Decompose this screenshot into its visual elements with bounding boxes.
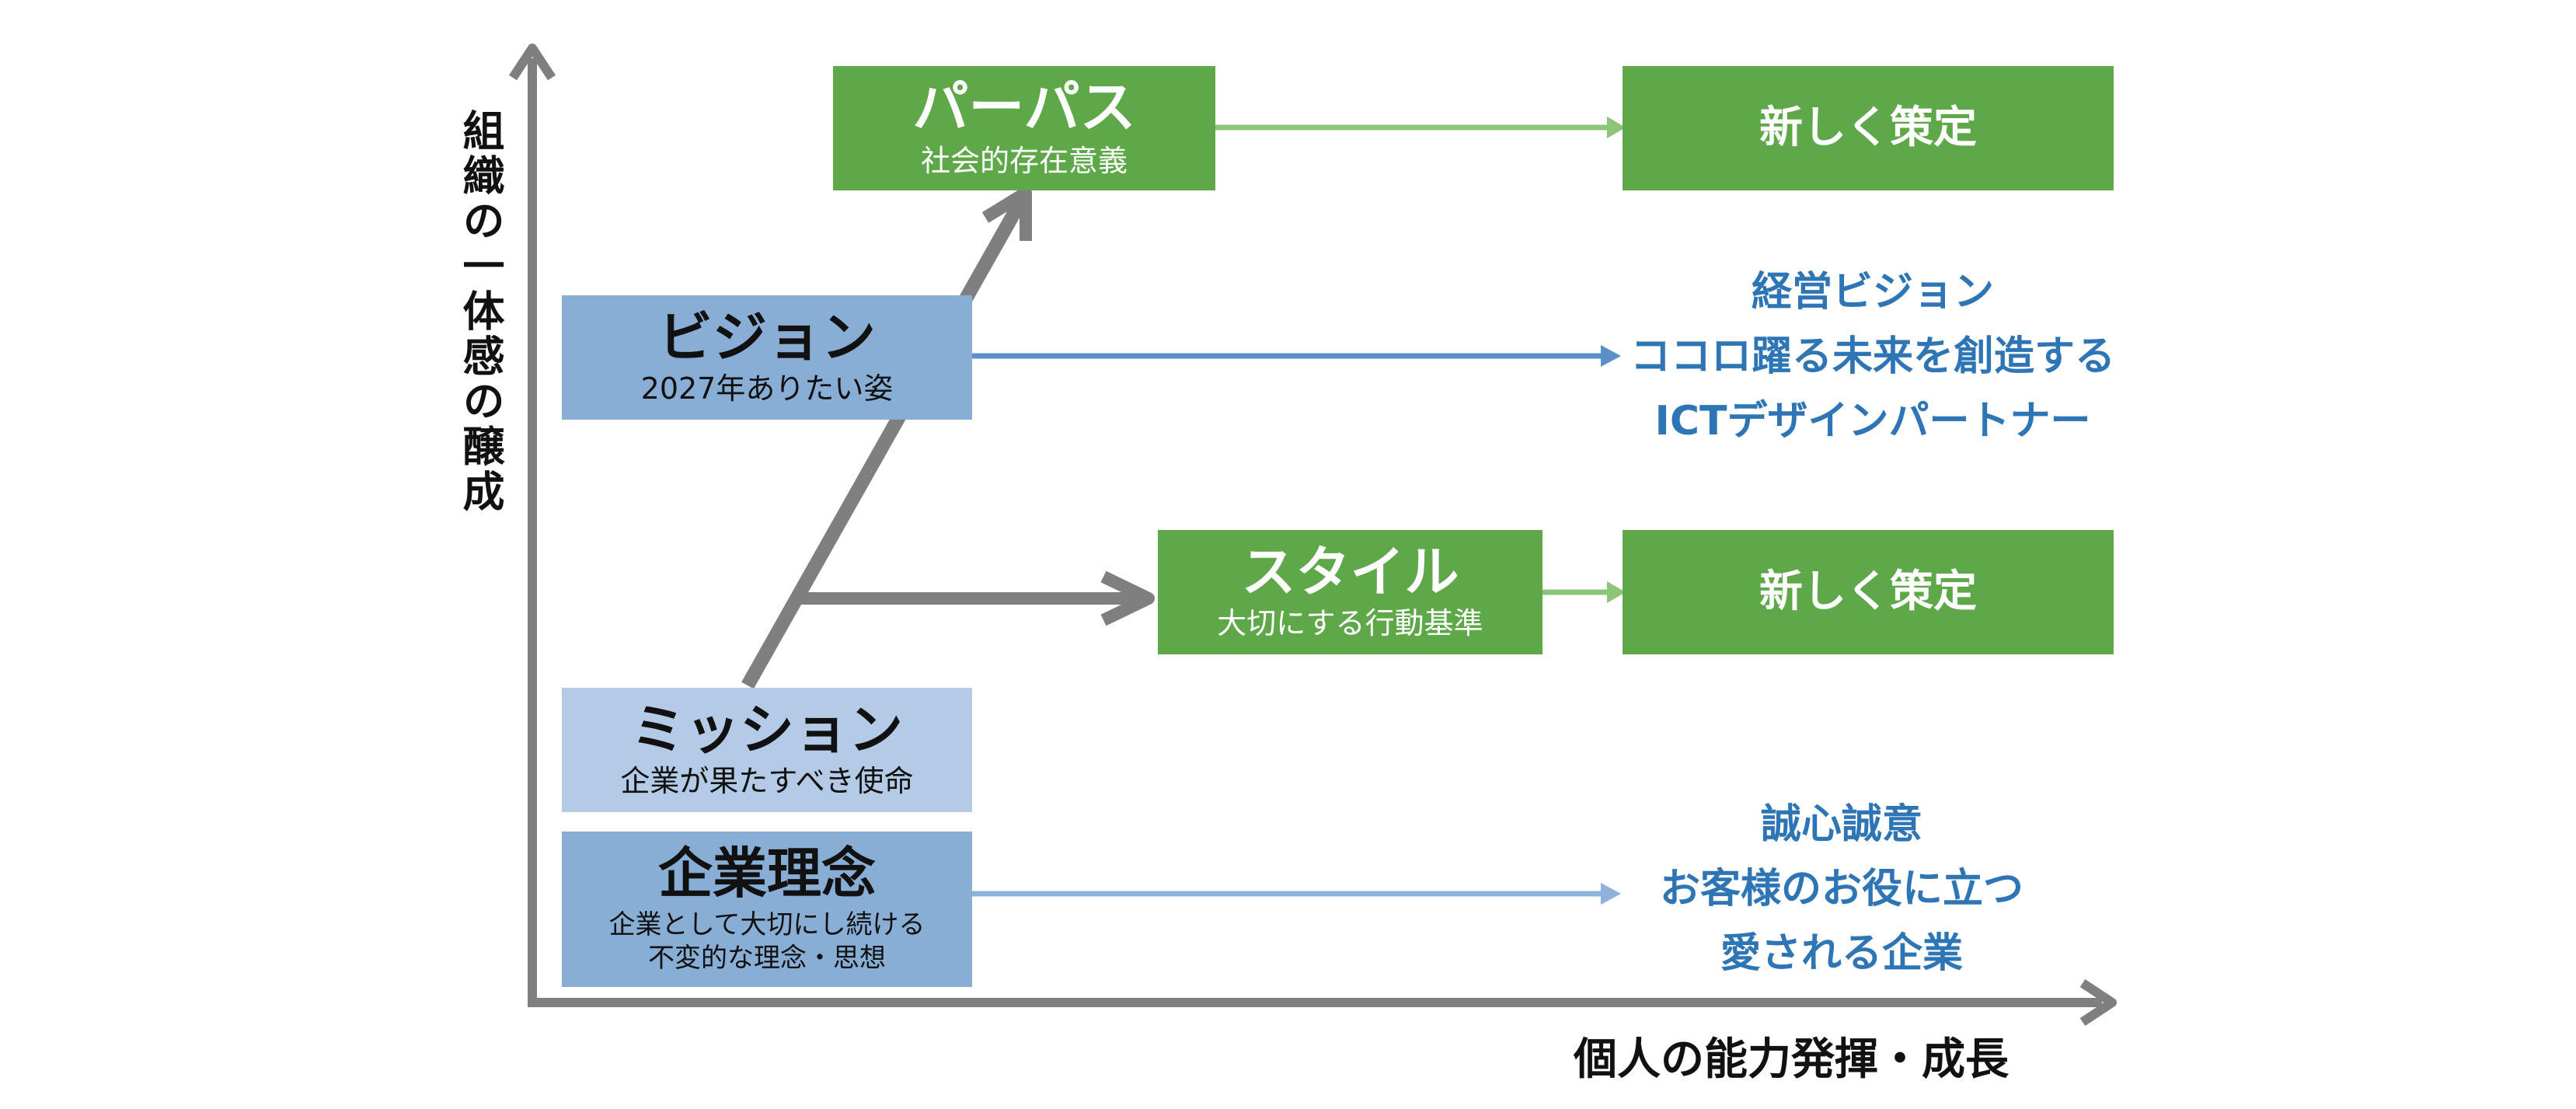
philosophy-result-text: 誠心誠意 お客様のお役に立つ 愛される企業 [1601, 793, 2083, 987]
style-box: スタイル 大切にする行動基準 [1158, 530, 1542, 654]
branch-arrow-to-style [800, 570, 1155, 626]
style-subtitle: 大切にする行動基準 [1217, 605, 1483, 640]
style-title: スタイル [1241, 539, 1459, 604]
arrow-purpose-to-result [1214, 117, 1626, 138]
vision-result-line: ココロ躍る未来を創造する [1630, 333, 2115, 381]
mission-subtitle: 企業が果たすべき使命 [620, 763, 914, 798]
purpose-box: パーパス 社会的存在意義 [833, 66, 1215, 190]
philosophy-result-line: お客様のお役に立つ [1659, 866, 2024, 913]
vision-result-text: 経営ビジョン ココロ躍る未来を創造する ICTデザインパートナー [1601, 260, 2145, 455]
style-result-box: 新しく策定 [1623, 530, 2114, 654]
vision-title: ビジョン [658, 305, 876, 369]
vision-box: ビジョン 2027年ありたい姿 [562, 295, 972, 420]
mission-title: ミッション [631, 697, 903, 762]
x-axis-label: 個人の能力発揮・成長 [1574, 1034, 2009, 1085]
purpose-result-label: 新しく策定 [1759, 103, 1977, 154]
philosophy-subtitle-line1: 企業として大切にし続ける [608, 909, 925, 940]
purpose-result-box: 新しく策定 [1623, 66, 2114, 190]
arrow-vision-to-result [971, 345, 1621, 367]
philosophy-result-line: 愛される企業 [1720, 930, 1963, 978]
vision-subtitle: 2027年ありたい姿 [640, 371, 894, 406]
vision-result-line: 経営ビジョン [1751, 269, 1994, 316]
arrow-philosophy-to-result [971, 883, 1621, 905]
x-axis [528, 978, 2117, 1027]
arrow-style-to-result [1542, 581, 1626, 603]
y-axis-label: 組織の一体感の醸成 [455, 109, 504, 514]
purpose-subtitle: 社会的存在意義 [920, 143, 1128, 178]
mission-box: ミッション 企業が果たすべき使命 [562, 688, 972, 812]
style-result-label: 新しく策定 [1759, 567, 1977, 618]
growth-diagonal-arrow [741, 187, 1032, 689]
y-axis [508, 44, 556, 1003]
philosophy-result-line: 誠心誠意 [1760, 801, 1922, 848]
vision-result-line: ICTデザインパートナー [1654, 398, 2091, 445]
purpose-title: パーパス [912, 74, 1136, 140]
philosophy-box: 企業理念 企業として大切にし続ける 不変的な理念・思想 [562, 832, 972, 987]
philosophy-title: 企業理念 [658, 842, 876, 905]
philosophy-subtitle-line2: 不変的な理念・思想 [648, 942, 886, 974]
